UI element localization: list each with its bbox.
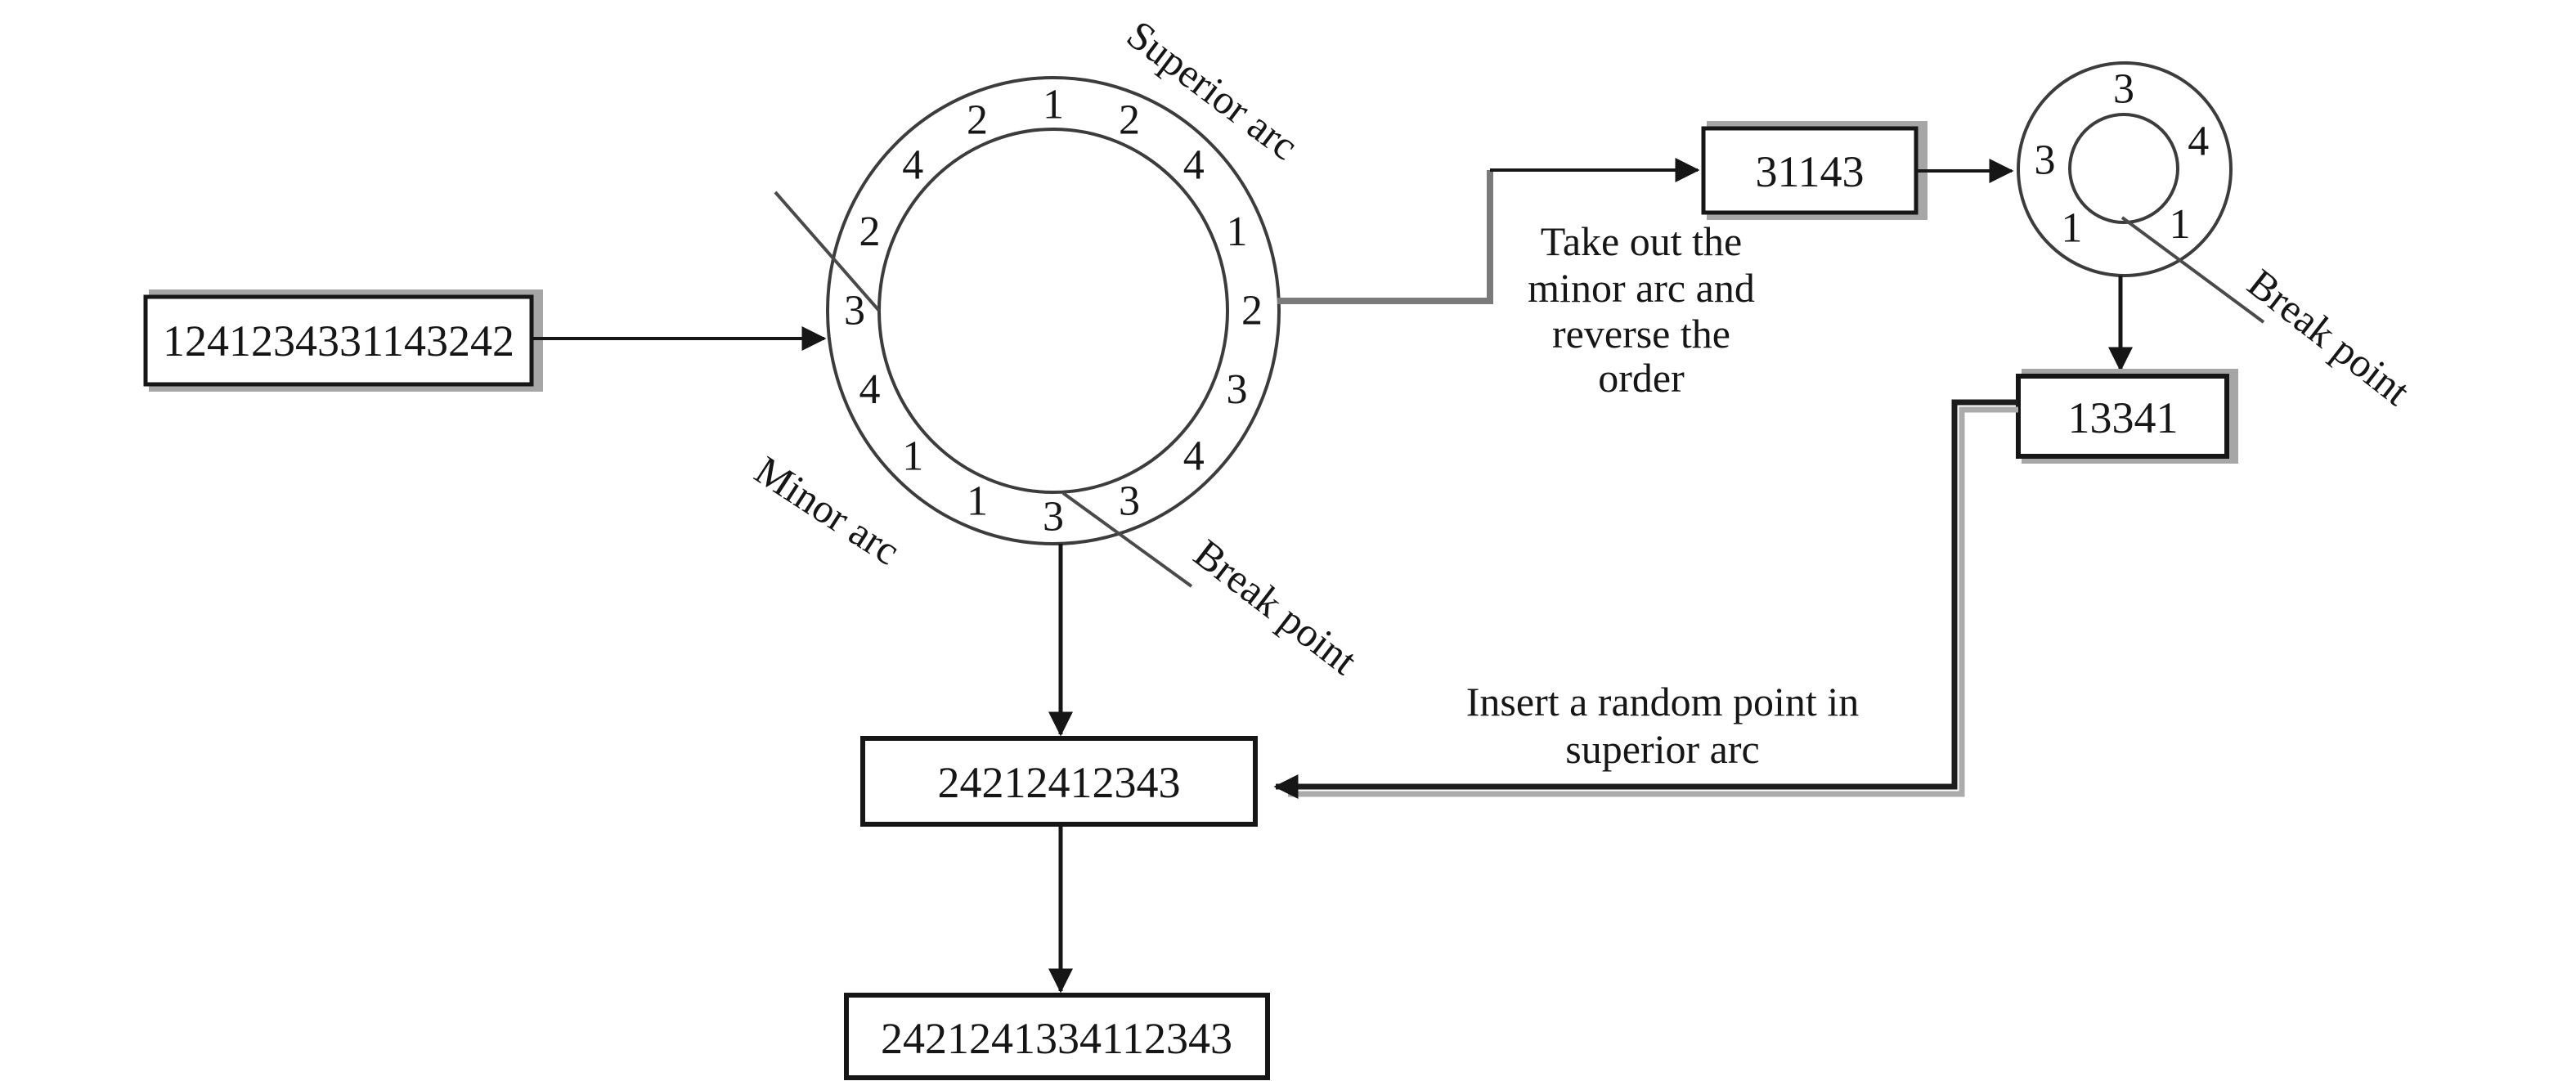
ring-digit: 2 xyxy=(1119,97,1140,144)
insert-note-line1: Insert a random point in xyxy=(1466,679,1859,724)
small-ring-inner-circle xyxy=(2068,113,2179,224)
ring-digit: 4 xyxy=(1183,141,1205,188)
ring-digit: 3 xyxy=(1119,478,1140,524)
input-sequence-text: 1241234331143242 xyxy=(163,316,514,366)
input-sequence-box: 1241234331143242 xyxy=(143,289,543,392)
result-box: 2421241334112343 xyxy=(844,993,1270,1080)
big-ring-break-point-label: Break point xyxy=(1186,530,1366,683)
insert-note: Insert a random point in superior arc xyxy=(1466,679,1859,772)
reversed-box-text: 13341 xyxy=(2068,393,2179,442)
minor-arc-box-text: 31143 xyxy=(1756,147,1865,196)
ring-digit: 4 xyxy=(902,141,923,188)
ring-digit: 3 xyxy=(1043,494,1064,540)
small-break-line xyxy=(2120,216,2265,324)
break-line-bottom xyxy=(1061,491,1193,588)
reversed-box-frame xyxy=(2016,374,2229,459)
insert-note-line2: superior arc xyxy=(1565,726,1759,772)
input-box-frame xyxy=(143,294,534,387)
ring-digit: 3 xyxy=(844,288,865,334)
ring-digit: 4 xyxy=(859,366,881,413)
ring-digit: 4 xyxy=(2188,118,2209,164)
big-ring-inner-circle xyxy=(877,128,1229,494)
merge-box: 24212412343 xyxy=(860,736,1258,827)
take-out-note: Take out the minor arc and reverse the o… xyxy=(1528,218,1755,401)
ring-digit: 1 xyxy=(2170,201,2191,248)
minor-arc-box: 31143 xyxy=(1701,121,1928,220)
merge-box-text: 24212412343 xyxy=(938,758,1181,807)
small-ring-break-point-label: Break point xyxy=(2239,260,2418,415)
break-line-upper-left xyxy=(774,191,881,312)
ring-digit: 3 xyxy=(1227,366,1248,413)
ring-digit: 3 xyxy=(2035,137,2056,183)
ring-digit: 1 xyxy=(967,478,988,524)
ring-digit: 4 xyxy=(1183,433,1205,480)
ring-digit: 1 xyxy=(1043,82,1064,128)
take-out-note-line1: Take out the xyxy=(1541,218,1742,264)
result-box-frame xyxy=(844,993,1270,1080)
big-ring-outer-circle xyxy=(826,76,1281,545)
result-box-text: 2421241334112343 xyxy=(881,1014,1232,1063)
small-ring-outer-circle xyxy=(2017,61,2233,277)
take-out-note-line3: reverse the xyxy=(1552,311,1730,357)
ring-digit: 1 xyxy=(902,433,923,480)
ring-digit: 2 xyxy=(1241,288,1263,334)
take-out-note-line2: minor arc and xyxy=(1528,265,1755,311)
ring-digit: 2 xyxy=(859,209,881,255)
ring-digit: 1 xyxy=(2061,205,2082,252)
connector-ring-to-minor-box xyxy=(1277,170,1493,304)
take-out-note-line4: order xyxy=(1598,355,1685,401)
reversed-box: 13341 xyxy=(2016,369,2238,464)
ring-digit: 3 xyxy=(2113,66,2134,113)
route-connector-reversed-to-merge xyxy=(1273,399,2018,799)
route-connector-shadow xyxy=(1288,406,2018,797)
ring-digit: 2 xyxy=(967,97,988,144)
ring-digit: 1 xyxy=(1227,209,1248,255)
